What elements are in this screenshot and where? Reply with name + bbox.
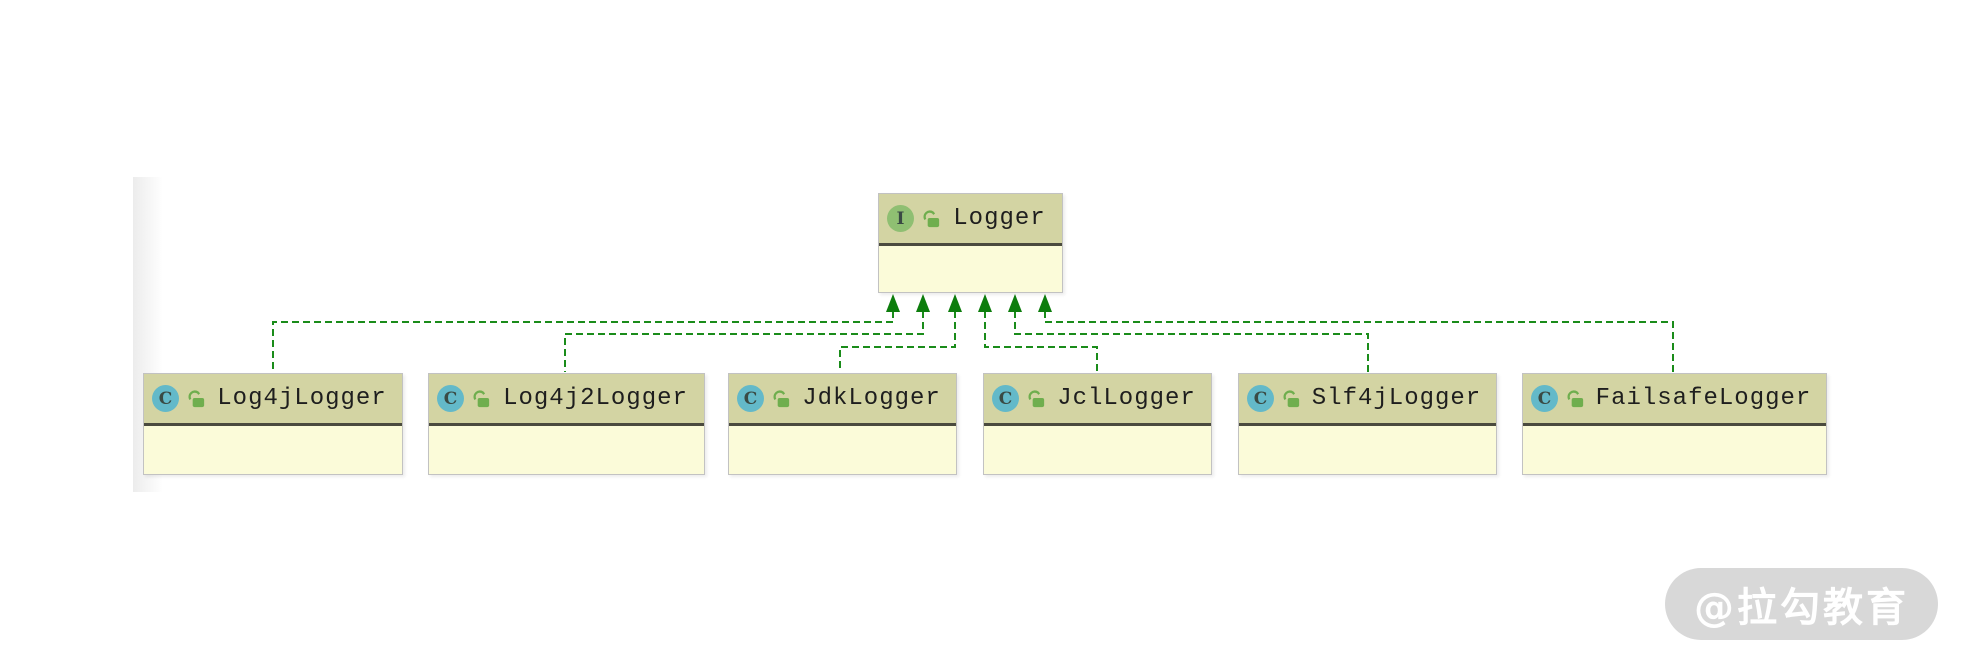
unlock-icon [188,390,205,408]
node-header: C Slf4jLogger [1239,374,1496,426]
realization-edge-to-log4jlogger [272,311,894,372]
arrowhead-icon [978,294,992,312]
node-name-label: JdkLogger [802,385,941,412]
node-header: I Logger [879,194,1062,246]
class-icon: C [992,385,1019,412]
class-node-log4jlogger[interactable]: C Log4jLogger [143,373,403,475]
class-node-slf4jlogger[interactable]: C Slf4jLogger [1238,373,1497,475]
node-members-compartment [984,426,1211,471]
watermark-badge: @拉勾教育 [1665,568,1938,640]
arrowhead-icon [1008,294,1022,312]
class-node-jdklogger[interactable]: C JdkLogger [728,373,957,475]
realization-edge-to-failsafelogger [1044,311,1674,372]
arrowhead-icon [948,294,962,312]
node-members-compartment [1523,426,1826,471]
unlock-icon [923,210,940,228]
node-members-compartment [429,426,704,471]
unlock-icon [1567,390,1584,408]
class-node-jcllogger[interactable]: C JclLogger [983,373,1212,475]
interface-node-logger[interactable]: I Logger [878,193,1063,293]
arrowhead-icon [886,294,900,312]
node-name-label: Logger [953,205,1046,232]
node-members-compartment [729,426,956,471]
node-name-label: Log4jLogger [217,385,387,412]
class-node-log4j2logger[interactable]: C Log4j2Logger [428,373,705,475]
unlock-icon [473,390,490,408]
node-name-label: FailsafeLogger [1595,385,1812,412]
node-name-label: JclLogger [1057,385,1196,412]
node-members-compartment [879,246,1062,291]
watermark-text: @拉勾教育 [1694,585,1909,631]
node-header: C JclLogger [984,374,1211,426]
class-icon: C [437,385,464,412]
node-header: C Log4jLogger [144,374,402,426]
realization-edge-to-jdklogger [839,311,956,372]
node-header: C JdkLogger [729,374,956,426]
class-icon: C [737,385,764,412]
node-header: C FailsafeLogger [1523,374,1826,426]
realization-edge-to-jcllogger [984,311,1098,372]
unlock-icon [773,390,790,408]
realization-edge-to-log4j2logger [564,311,924,372]
arrowhead-icon [916,294,930,312]
node-members-compartment [1239,426,1496,471]
node-members-compartment [144,426,402,471]
node-header: C Log4j2Logger [429,374,704,426]
unlock-icon [1283,390,1300,408]
interface-icon: I [887,205,914,232]
unlock-icon [1028,390,1045,408]
realization-edge-to-slf4jlogger [1014,311,1369,372]
arrowhead-icon [1038,294,1052,312]
node-name-label: Log4j2Logger [503,385,688,412]
class-node-failsafelogger[interactable]: C FailsafeLogger [1522,373,1827,475]
class-icon: C [152,385,179,412]
class-icon: C [1531,385,1558,412]
node-name-label: Slf4jLogger [1311,385,1482,412]
class-icon: C [1247,385,1274,412]
